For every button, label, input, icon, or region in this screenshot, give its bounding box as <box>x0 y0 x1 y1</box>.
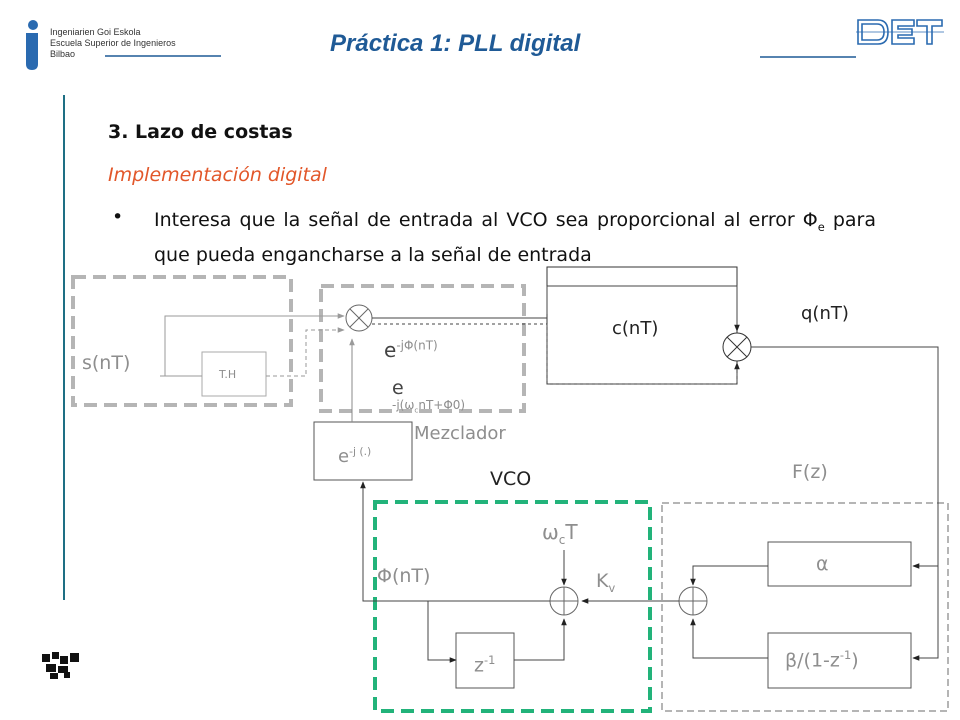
bullet-text: Interesa que la señal de entrada al VCO … <box>154 206 876 269</box>
alpha-block <box>767 541 912 587</box>
filter-frame <box>661 502 949 712</box>
gain-term-sub: v <box>608 580 616 595</box>
carrier-term-exp-tail: nT+Φ0) <box>418 398 466 412</box>
bullet-text-sub: e <box>817 219 825 234</box>
university-logo-icon <box>42 652 79 679</box>
beta-block <box>767 632 912 689</box>
exp-block-label: e-j (.) <box>338 445 371 467</box>
output-mixer-icon <box>722 332 752 362</box>
input-mixer-icon <box>345 304 373 332</box>
hilbert-block-label: T.H <box>219 368 237 381</box>
vco-label: VCO <box>490 468 532 490</box>
vco-frame <box>373 500 652 713</box>
phi-signal-label: Φ(nT) <box>377 565 431 587</box>
bullet-text-start: Interesa que la señal de entrada al VCO … <box>154 209 818 231</box>
subheading: Implementación digital <box>108 164 327 186</box>
omega-term-tail: T <box>565 520 578 544</box>
phase-term-base: e <box>384 338 397 362</box>
c-signal-label: c(nT) <box>612 318 659 339</box>
beta-block-label: β/(1-z-1) <box>785 648 859 671</box>
filter-label: F(z) <box>792 461 828 483</box>
bullet-text-end: para que pueda engancharse a la señal de… <box>154 209 876 266</box>
phase-term-exp: -jΦ(nT) <box>396 338 438 353</box>
exp-block-exp: -j (.) <box>349 445 372 458</box>
phase-term-label: e-jΦ(nT) <box>384 338 438 362</box>
section-heading: 3. Lazo de costas <box>108 121 293 143</box>
input-signal-label: s(nT) <box>82 352 131 374</box>
hilbert-frame <box>71 275 293 407</box>
alpha-block-label: α <box>816 553 829 575</box>
exp-block-base: e <box>338 446 350 467</box>
exp-block <box>313 421 413 481</box>
omega-term-label: ωcT <box>542 520 578 547</box>
delay-block-base: z <box>474 654 484 677</box>
institution-text: Ingeniarien Goi Eskola Escuela Superior … <box>50 27 176 60</box>
delay-block-label: z-1 <box>474 653 495 676</box>
carrier-term-label: e <box>392 377 404 399</box>
page-title: Práctica 1: PLL digital <box>330 30 581 57</box>
gain-term-label: Kv <box>596 570 615 595</box>
delay-block <box>455 632 515 689</box>
carrier-term-base: e <box>392 377 404 399</box>
det-logo-icon <box>856 19 944 45</box>
beta-block-exp: -1 <box>839 648 852 662</box>
institution-line: Escuela Superior de Ingenieros <box>50 38 176 48</box>
hilbert-block <box>201 351 267 397</box>
institution-line: Bilbao <box>50 49 76 59</box>
omega-term-base: ω <box>542 520 559 544</box>
carrier-term-exp: -j(ωcnT+Φ0) <box>392 398 465 414</box>
delay-block-exp: -1 <box>483 653 496 667</box>
bullet-marker: • <box>112 206 124 228</box>
institution-logo-icon <box>26 20 38 70</box>
carrier-term-sub: c <box>414 405 419 415</box>
main-wires <box>349 285 939 663</box>
mixer-frame <box>319 284 526 413</box>
gain-term-base: K <box>596 570 609 592</box>
q-signal-label: q(nT) <box>801 303 849 324</box>
vco-adder-icon <box>549 586 579 616</box>
filter-adder-icon <box>678 586 708 616</box>
hilbert-wires <box>160 313 345 377</box>
beta-block-post: ) <box>851 649 859 672</box>
mixer-label: Mezclador <box>414 423 506 444</box>
omega-term-sub: c <box>558 533 566 547</box>
beta-block-pre: β/(1-z <box>785 649 840 672</box>
institution-line: Ingeniarien Goi Eskola <box>50 27 141 37</box>
carrier-term-exp-head: -j(ω <box>392 398 415 412</box>
